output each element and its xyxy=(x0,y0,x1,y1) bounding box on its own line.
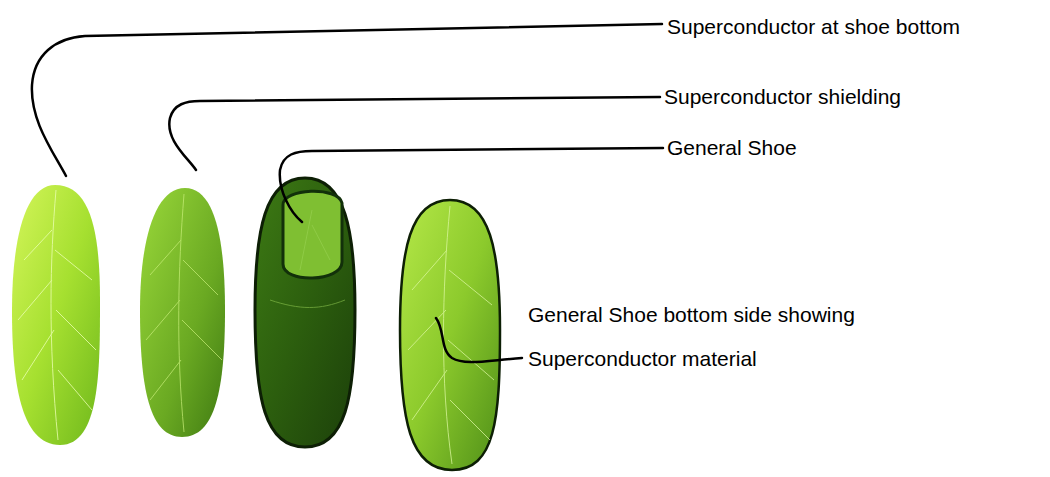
part-label: General Shoe bottom side showing Superco… xyxy=(528,293,948,381)
shoe-bottom-view xyxy=(400,200,500,470)
part-label: General Shoe xyxy=(667,135,797,161)
shoe-bottom-superconductor xyxy=(12,185,100,445)
shoe-opening xyxy=(283,191,342,278)
part-label: Superconductor shielding xyxy=(664,84,901,110)
general-shoe xyxy=(255,178,355,447)
part-label: Superconductor at shoe bottom xyxy=(667,14,960,40)
superconductor-shielding xyxy=(140,188,225,437)
